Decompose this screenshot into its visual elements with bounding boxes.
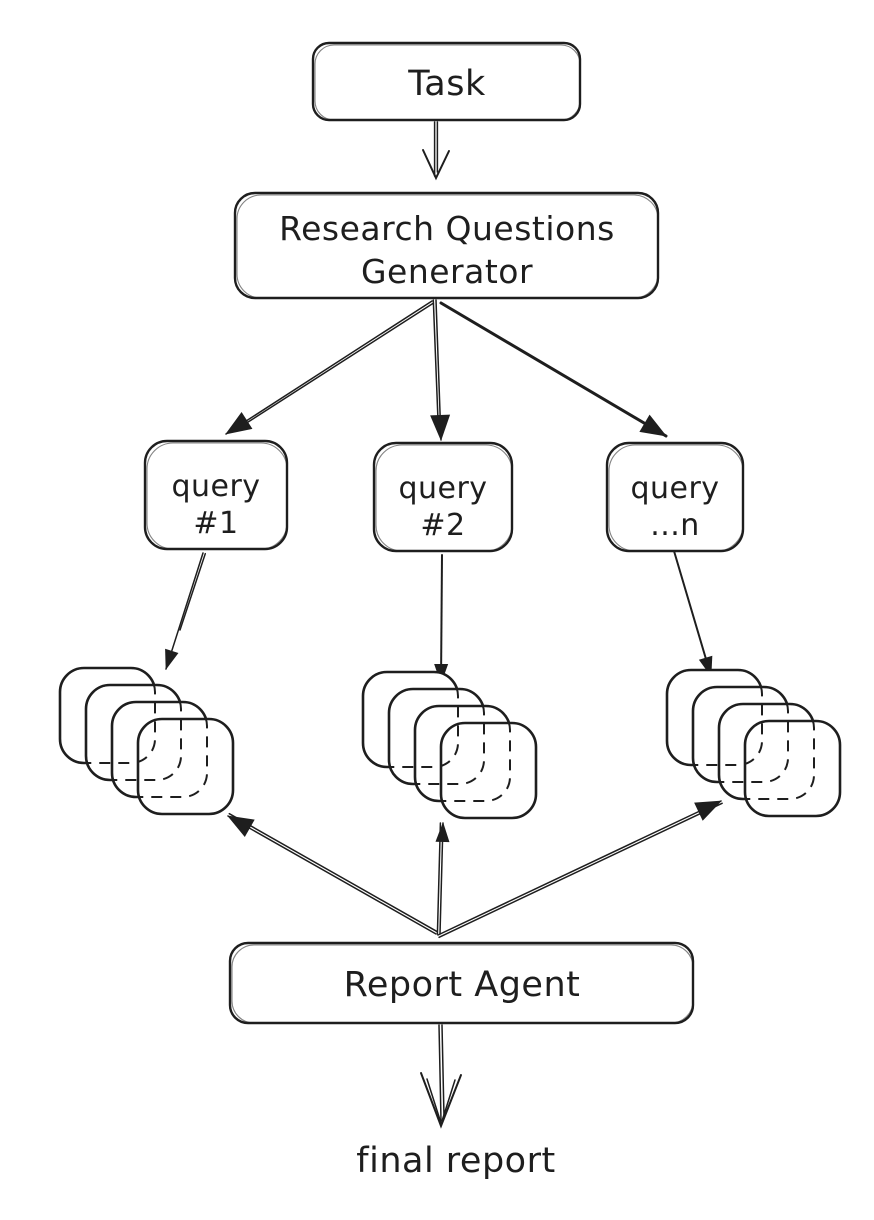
report-agent-label: Report Agent	[344, 965, 581, 1005]
arrow-query2-to-stack-2	[434, 554, 449, 684]
queryn-node: query ...n	[605, 441, 745, 553]
queryn-label-line1: query	[630, 471, 719, 506]
arrow-task-to-generator	[422, 121, 450, 181]
arrow-report-to-final	[420, 1024, 462, 1129]
generator-label-line2: Generator	[361, 252, 533, 291]
queryn-label-line2: ...n	[650, 508, 700, 543]
task-node: Task	[311, 41, 582, 122]
arrow-report-to-stack-3	[437, 800, 723, 939]
query1-label-line2: #1	[193, 506, 238, 541]
arrow-query1-to-stack-1	[165, 552, 207, 670]
stack-1-layer-4	[136, 717, 235, 816]
results-stack-2	[361, 670, 538, 820]
results-stack-1	[58, 666, 235, 816]
task-label: Task	[407, 64, 486, 104]
arrow-report-to-stack-2	[435, 822, 450, 935]
arrow-queryn-to-stack-3	[673, 550, 713, 677]
query2-label-line1: query	[398, 471, 487, 506]
query2-node: query #2	[372, 441, 514, 553]
arrow-generator-to-queryn	[439, 301, 668, 438]
results-stack-3	[665, 668, 842, 818]
arrow-generator-to-query1	[225, 300, 435, 435]
query2-label-line2: #2	[420, 508, 465, 543]
stack-2-layer-4	[439, 721, 538, 820]
arrow-report-to-stack-1	[227, 812, 439, 935]
generator-label-line1: Research Questions	[279, 209, 615, 248]
stack-3-layer-4	[743, 719, 842, 818]
arrow-generator-to-query2	[430, 299, 451, 441]
query1-node: query #1	[143, 439, 289, 551]
generator-node: Research Questions Generator	[233, 191, 660, 300]
final-report-label: final report	[356, 1141, 555, 1181]
query1-label-line1: query	[171, 469, 260, 504]
report-agent-node: Report Agent	[228, 941, 695, 1025]
